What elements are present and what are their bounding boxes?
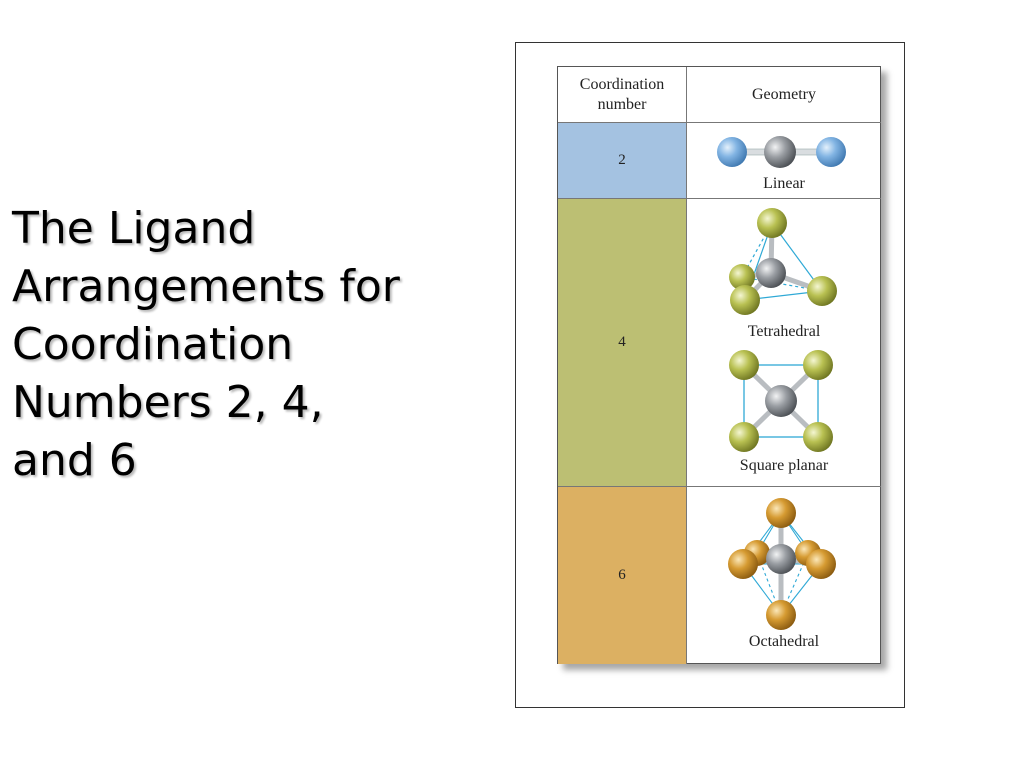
header-left-line: number	[597, 95, 647, 113]
row-number-cell: 4	[558, 199, 687, 487]
geometry-table: Coordination number Geometry 2 Linear 4	[557, 66, 881, 664]
title-line: Numbers 2, 4,	[12, 377, 324, 428]
header-geometry: Geometry	[687, 67, 881, 123]
title-line: The Ligand	[12, 203, 256, 254]
octahedral-molecule-diagram	[728, 498, 836, 630]
slide-title: The Ligand Arrangements for Coordination…	[12, 200, 482, 490]
row-geometry-cell: Tetrahedral Square pl	[687, 199, 881, 487]
tetrahedral-molecule-diagram	[729, 208, 837, 315]
geometry-label-tetrahedral: Tetrahedral	[747, 323, 821, 340]
row-number-cell: 6	[558, 487, 687, 664]
header-coordination-number: Coordination number	[558, 67, 687, 123]
title-line: and 6	[12, 435, 137, 486]
geometry-label-linear: Linear	[763, 175, 805, 192]
geometry-label-square-planar: Square planar	[739, 457, 829, 474]
title-line: Arrangements for	[12, 261, 400, 312]
linear-molecule-diagram	[717, 136, 846, 168]
square-planar-molecule-diagram	[729, 350, 833, 452]
title-line: Coordination	[12, 319, 294, 370]
header-left-line: Coordination	[579, 75, 665, 93]
geometry-label-octahedral: Octahedral	[748, 633, 820, 650]
row-geometry-cell: Linear	[687, 123, 881, 199]
row-number-cell: 2	[558, 123, 687, 199]
row-geometry-cell: Octahedral	[687, 487, 881, 664]
